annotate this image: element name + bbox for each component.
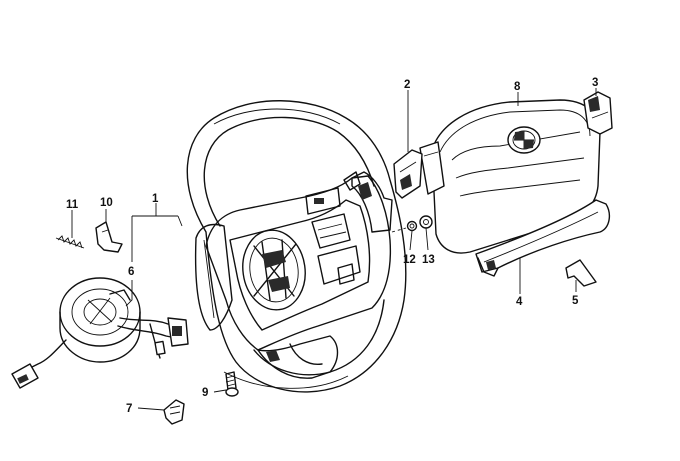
callout-9: 9 <box>202 387 208 399</box>
screw <box>225 371 239 397</box>
callout-13: 13 <box>422 254 435 266</box>
callout-1: 1 <box>152 193 159 205</box>
spring-plate <box>95 221 123 253</box>
callout-3: 3 <box>592 77 598 89</box>
nut-and-washer <box>391 215 433 233</box>
callout-6: 6 <box>128 266 134 278</box>
slip-ring <box>11 277 189 389</box>
trim-cap-right <box>583 91 613 135</box>
lower-trim <box>475 199 611 277</box>
clip <box>163 399 185 425</box>
bracket <box>565 259 597 287</box>
callout-2: 2 <box>404 79 410 91</box>
callout-8: 8 <box>514 81 521 93</box>
callout-labels: 1 2 3 4 5 6 7 8 9 10 11 12 13 <box>66 77 598 415</box>
trim-cap-left <box>393 149 423 199</box>
callout-10: 10 <box>100 197 113 209</box>
steering-wheel <box>186 100 407 393</box>
leader-lines <box>71 88 597 411</box>
callout-12: 12 <box>403 254 416 266</box>
airbag-cover <box>419 99 601 254</box>
callout-7: 7 <box>126 403 132 415</box>
callout-11: 11 <box>66 199 79 211</box>
spring <box>55 235 85 249</box>
callout-5: 5 <box>572 295 579 307</box>
callout-4: 4 <box>516 296 523 308</box>
